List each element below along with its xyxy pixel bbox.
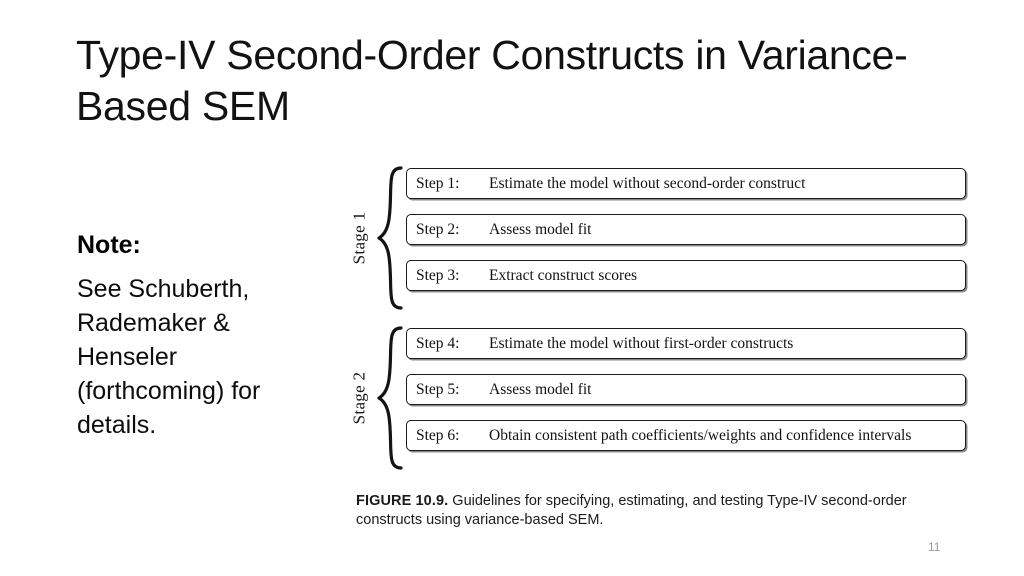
stage-group-1: Stage 1 Step 1: Estimate the model witho… [349,166,972,310]
stage-1-steps: Step 1: Estimate the model without secon… [406,168,966,291]
step-box-1[interactable]: Step 1: Estimate the model without secon… [406,168,966,199]
step-4-description: Estimate the model without first-order c… [489,334,794,352]
stage-2-label: Stage 2 [346,328,372,468]
stage-2-steps: Step 4: Estimate the model without first… [406,328,966,451]
step-2-description: Assess model fit [489,220,592,238]
step-box-5[interactable]: Step 5: Assess model fit [406,374,966,405]
figure-caption-text: Guidelines for specifying, estimating, a… [356,493,907,528]
stage-1-label-text: Stage 1 [349,211,368,265]
page-title: Type-IV Second-Order Constructs in Varia… [76,32,908,129]
note-body-text: See Schuberth, Rademaker & Henseler (for… [77,275,261,439]
figure-caption: FIGURE 10.9. Guidelines for specifying, … [356,492,970,530]
figure-caption-label: FIGURE 10.9. [356,493,449,509]
step-3-description: Extract construct scores [489,266,638,284]
step-6-number: Step 6: [416,426,460,444]
step-4-number: Step 4: [416,334,460,352]
step-5-number: Step 5: [416,380,460,398]
stage-group-2: Stage 2 Step 4: Estimate the model witho… [349,326,972,470]
note-block: Note: See Schuberth, Rademaker & Hensele… [77,230,317,442]
stage-2-brace-icon [376,326,404,470]
stage-2-label-text: Stage 2 [349,371,368,425]
step-box-6[interactable]: Step 6: Obtain consistent path coefficie… [406,420,966,451]
stage-1-label: Stage 1 [346,168,372,308]
step-2-number: Step 2: [416,220,460,238]
step-1-number: Step 1: [416,174,460,192]
stage-1-brace-icon [376,166,404,310]
step-box-3[interactable]: Step 3: Extract construct scores [406,260,966,291]
page-number: 11 [928,540,941,554]
note-heading: Note: [77,231,141,259]
step-3-number: Step 3: [416,266,460,284]
step-box-4[interactable]: Step 4: Estimate the model without first… [406,328,966,359]
step-box-2[interactable]: Step 2: Assess model fit [406,214,966,245]
step-6-description: Obtain consistent path coefficients/weig… [489,426,912,444]
figure-guidelines-diagram: Stage 1 Step 1: Estimate the model witho… [349,166,972,538]
step-5-description: Assess model fit [489,380,592,398]
step-1-description: Estimate the model without second-order … [489,174,806,192]
